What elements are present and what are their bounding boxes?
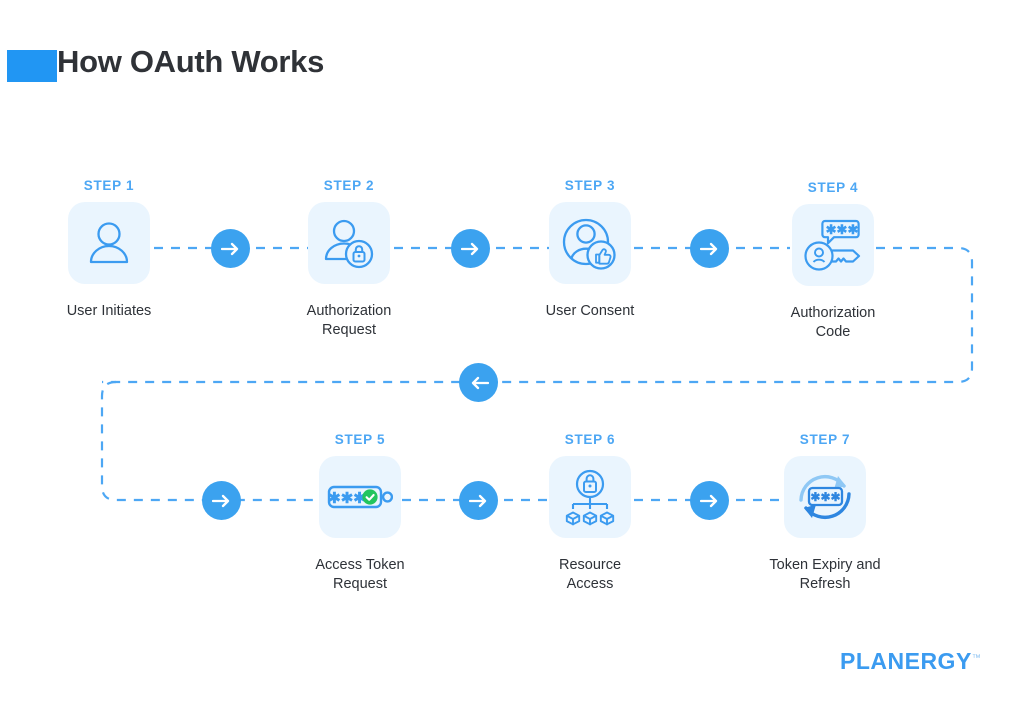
step-node-3[interactable]: STEP 3 User Consent bbox=[505, 178, 675, 321]
svg-text:✱✱✱: ✱✱✱ bbox=[328, 490, 366, 507]
step-node-6[interactable]: STEP 6 Resource Access bbox=[505, 432, 675, 594]
step-node-7[interactable]: STEP 7 ✱✱✱ Token Expiry and Refresh bbox=[740, 432, 910, 594]
user-thumbs-up-icon bbox=[562, 218, 616, 270]
step-tile-2 bbox=[308, 202, 390, 284]
arrow-right-2-3[interactable] bbox=[451, 229, 490, 268]
step-tile-3 bbox=[549, 202, 631, 284]
step-node-5[interactable]: STEP 5 ✱✱✱ Access Token Request bbox=[275, 432, 445, 594]
arrow-right-icon bbox=[699, 242, 717, 255]
step-tile-4: ✱✱✱ bbox=[792, 204, 874, 286]
step-node-4[interactable]: STEP 4 ✱✱✱ Authorization Code bbox=[748, 180, 918, 342]
arrow-right-3-4[interactable] bbox=[690, 229, 729, 268]
arrow-right-1-2[interactable] bbox=[211, 229, 250, 268]
user-lock-icon bbox=[324, 219, 374, 269]
refresh-token-icon: ✱✱✱ bbox=[799, 475, 851, 519]
step-caption-4: Authorization Code bbox=[790, 305, 876, 341]
arrow-right-icon bbox=[699, 494, 717, 507]
step-tile-6 bbox=[549, 456, 631, 538]
svg-text:✱✱✱: ✱✱✱ bbox=[810, 490, 840, 504]
step-label-3: STEP 3 bbox=[564, 178, 616, 193]
arrow-right-to-5[interactable] bbox=[202, 481, 241, 520]
key-code-icon: ✱✱✱ bbox=[804, 219, 861, 271]
title-marker bbox=[7, 50, 57, 82]
arrow-right-icon bbox=[460, 242, 478, 255]
logo-text: PLANERGY bbox=[840, 648, 972, 674]
svg-text:✱✱✱: ✱✱✱ bbox=[826, 222, 859, 237]
arrow-right-6-7[interactable] bbox=[690, 481, 729, 520]
step-label-5: STEP 5 bbox=[334, 432, 386, 447]
lock-resources-icon bbox=[565, 469, 615, 526]
step-tile-5: ✱✱✱ bbox=[319, 456, 401, 538]
token-tag-icon: ✱✱✱ bbox=[327, 485, 393, 509]
step-label-7: STEP 7 bbox=[799, 432, 851, 447]
page-title: How OAuth Works bbox=[57, 44, 325, 79]
step-label-4: STEP 4 bbox=[807, 180, 859, 195]
step-caption-7: Token Expiry and Refresh bbox=[769, 557, 881, 593]
user-icon bbox=[89, 222, 129, 264]
step-node-2[interactable]: STEP 2 Authorization Request bbox=[264, 178, 434, 340]
arrow-right-icon bbox=[468, 494, 486, 507]
step-label-1: STEP 1 bbox=[83, 178, 135, 193]
step-node-1[interactable]: STEP 1 User Initiates bbox=[24, 178, 194, 321]
step-caption-2: Authorization Request bbox=[306, 303, 392, 339]
arrow-left-4-5[interactable] bbox=[459, 363, 498, 402]
step-caption-1: User Initiates bbox=[66, 303, 152, 319]
arrow-right-icon bbox=[220, 242, 238, 255]
planergy-logo: PLANERGY™ bbox=[840, 648, 981, 675]
trademark-symbol: ™ bbox=[971, 652, 982, 663]
step-caption-6: Resource Access bbox=[558, 557, 622, 593]
arrow-right-icon bbox=[211, 494, 229, 507]
arrow-left-icon bbox=[471, 376, 489, 389]
step-tile-1 bbox=[68, 202, 150, 284]
step-tile-7: ✱✱✱ bbox=[784, 456, 866, 538]
arrow-right-5-6[interactable] bbox=[459, 481, 498, 520]
step-label-2: STEP 2 bbox=[323, 178, 375, 193]
step-label-6: STEP 6 bbox=[564, 432, 616, 447]
step-caption-5: Access Token Request bbox=[315, 557, 405, 593]
step-caption-3: User Consent bbox=[545, 303, 635, 319]
